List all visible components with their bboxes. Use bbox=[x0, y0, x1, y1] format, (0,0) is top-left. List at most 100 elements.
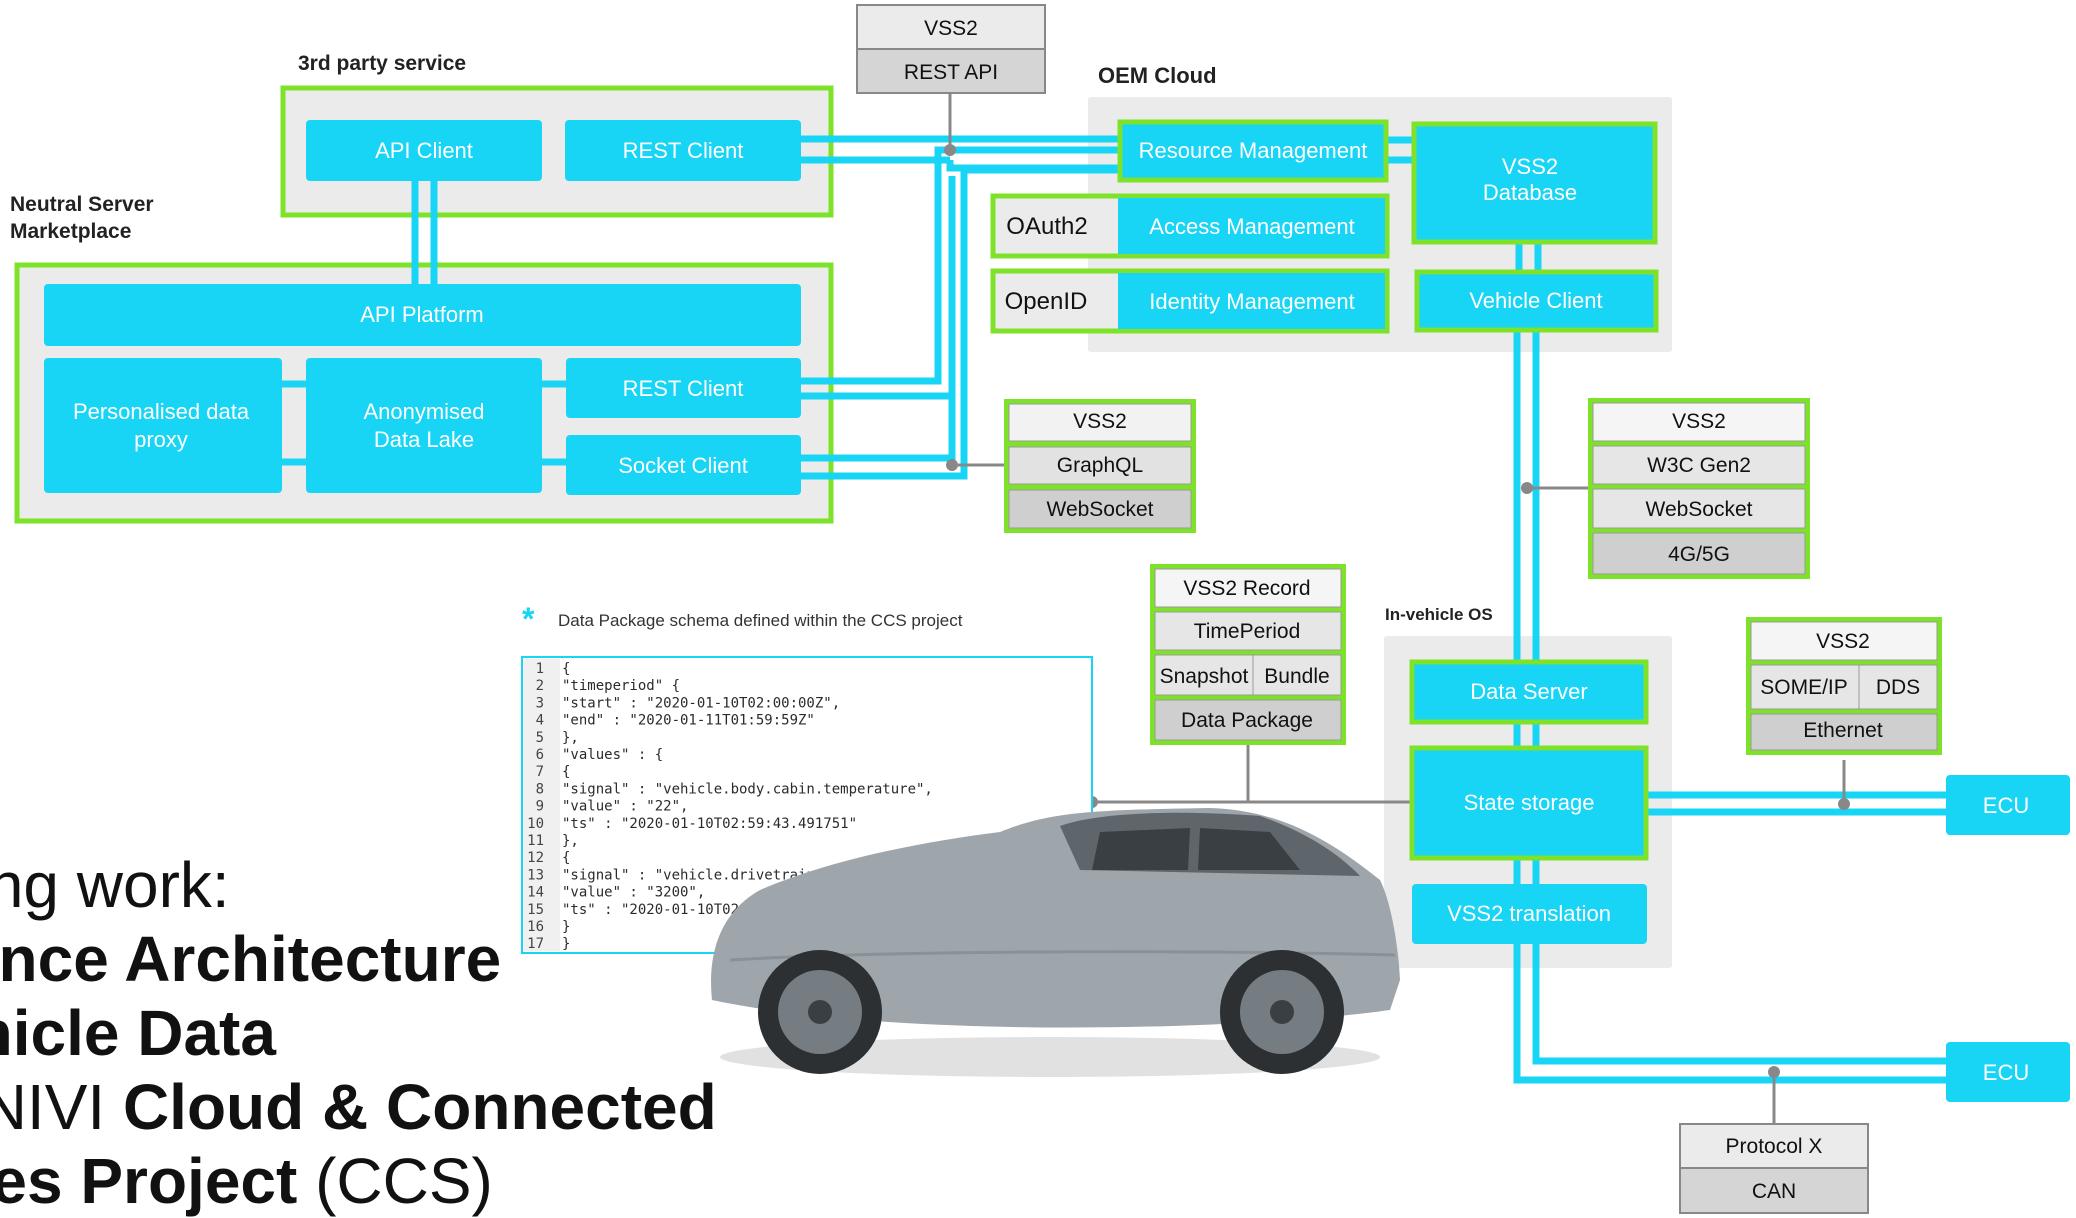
car-illustration bbox=[711, 808, 1400, 1077]
code-line-number: 11 bbox=[527, 833, 544, 849]
code-line-number: 13 bbox=[527, 867, 544, 883]
code-line-number: 6 bbox=[536, 747, 544, 763]
code-line: { bbox=[562, 661, 570, 677]
someip-stack-someip: SOME/IP bbox=[1760, 676, 1848, 699]
graphql-stack-websocket: WebSocket bbox=[1047, 498, 1154, 521]
protocol-x-stack: Protocol X CAN bbox=[1679, 1123, 1869, 1214]
vehicle-client-box bbox=[1414, 269, 1659, 333]
api-platform-box bbox=[44, 284, 801, 346]
vss2-database-box bbox=[1411, 121, 1658, 245]
code-line-number: 12 bbox=[527, 850, 544, 866]
rest-api-stack: VSS2 REST API bbox=[856, 4, 1046, 94]
market-rest-client-box bbox=[566, 358, 801, 418]
oauth2-label: OAuth2 bbox=[1006, 213, 1087, 240]
asterisk-icon: * bbox=[522, 601, 535, 637]
ongoing-line-2: rence Architecture bbox=[0, 922, 758, 996]
graphql-stack-vss2: VSS2 bbox=[1073, 410, 1127, 433]
protocol-stack-can: CAN bbox=[1752, 1180, 1796, 1203]
vss2-translation-label: VSS2 translation bbox=[1447, 901, 1611, 926]
ongoing-line-3-bold: ehicle Data bbox=[0, 997, 276, 1069]
code-line: "end" : "2020-01-11T01:59:59Z" bbox=[562, 713, 815, 729]
w3c-stack-vss2: VSS2 bbox=[1672, 410, 1726, 433]
api-client-box bbox=[306, 120, 542, 181]
code-line-number: 8 bbox=[536, 781, 544, 797]
personalised-proxy-box bbox=[44, 358, 282, 493]
marketplace-boxes: API Platform Personalised data proxy Ano… bbox=[44, 284, 801, 495]
identity-management-label: Identity Management bbox=[1149, 289, 1354, 314]
ongoing-line-4: ENIVI Cloud & Connected bbox=[0, 1070, 758, 1144]
protocol-connectors bbox=[948, 92, 1846, 1126]
neutral-heading-1: Neutral Server bbox=[10, 193, 154, 216]
connector-lines bbox=[282, 135, 1950, 1084]
vss2-database-label-1: VSS2 bbox=[1502, 154, 1558, 179]
openid-label: OpenID bbox=[1005, 288, 1088, 315]
ecu-label-1: ECU bbox=[1983, 793, 2029, 818]
code-line: "signal" : "vehicle.body.cabin.temperatu… bbox=[562, 781, 933, 797]
ongoing-line-3: ehicle Data bbox=[0, 996, 758, 1070]
code-line: { bbox=[562, 850, 570, 866]
code-gutter bbox=[524, 659, 560, 951]
code-line: }, bbox=[562, 730, 579, 746]
code-line: } bbox=[562, 919, 570, 935]
code-line-number: 3 bbox=[536, 695, 544, 711]
ongoing-work-text: oing work: rence Architecture ehicle Dat… bbox=[0, 848, 758, 1218]
record-stack-bundle: Bundle bbox=[1264, 665, 1329, 688]
rest-client-box bbox=[565, 120, 801, 181]
ongoing-line-2-bold: rence Architecture bbox=[0, 923, 502, 995]
protocol-stack-protocolx: Protocol X bbox=[1726, 1135, 1823, 1158]
graphql-stack-graphql: GraphQL bbox=[1057, 454, 1143, 477]
record-stack-timeperiod: TimePeriod bbox=[1194, 620, 1301, 643]
code-line-number: 1 bbox=[536, 661, 544, 677]
code-line: }, bbox=[562, 833, 579, 849]
personalised-label-1: Personalised data bbox=[73, 399, 250, 424]
socket-client-label: Socket Client bbox=[618, 453, 748, 478]
ongoing-line-5: ices Project (CCS) bbox=[0, 1144, 758, 1218]
neutral-heading-2: Marketplace bbox=[10, 220, 131, 243]
code-line-number: 16 bbox=[527, 919, 544, 935]
code-line: "value" : "22", bbox=[562, 799, 688, 815]
code-line-number: 15 bbox=[527, 902, 544, 918]
data-lake-label-2: Data Lake bbox=[374, 427, 474, 452]
third-party-boxes: API Client REST Client bbox=[306, 120, 801, 181]
code-line: "timeperiod" { bbox=[562, 678, 680, 694]
w3c-stack-websocket: WebSocket bbox=[1646, 498, 1753, 521]
schema-note: Data Package schema defined within the C… bbox=[558, 611, 963, 630]
api-platform-label: API Platform bbox=[360, 302, 483, 327]
code-line: "start" : "2020-01-10T02:00:00Z", bbox=[562, 695, 840, 711]
code-line: "values" : { bbox=[562, 747, 663, 763]
code-line-number: 9 bbox=[536, 799, 544, 815]
code-line-number: 17 bbox=[527, 936, 544, 952]
data-server-box bbox=[1409, 659, 1649, 725]
access-management-label: Access Management bbox=[1149, 214, 1354, 239]
third-party-heading: 3rd party service bbox=[298, 52, 466, 75]
rest-stack-restapi: REST API bbox=[904, 61, 998, 84]
someip-stack: VSS2 SOME/IP DDS Ethernet bbox=[1746, 617, 1942, 755]
socket-client-box bbox=[566, 435, 801, 495]
record-stack-snapshot: Snapshot bbox=[1160, 665, 1249, 688]
market-rest-client-label: REST Client bbox=[623, 376, 744, 401]
in-vehicle-os-heading: In-vehicle OS bbox=[1385, 605, 1493, 624]
code-line: "value" : "3200", bbox=[562, 885, 705, 901]
oem-cloud-boxes: Resource Management Access Management OA… bbox=[990, 119, 1659, 334]
rest-client-label: REST Client bbox=[623, 138, 744, 163]
state-storage-label: State storage bbox=[1464, 790, 1595, 815]
someip-stack-ethernet: Ethernet bbox=[1803, 719, 1883, 742]
record-stack-datapackage: Data Package bbox=[1181, 709, 1313, 732]
someip-stack-vss2: VSS2 bbox=[1816, 630, 1870, 653]
ecu-box-2 bbox=[1946, 1042, 2070, 1102]
ecu-label-2: ECU bbox=[1983, 1060, 2029, 1085]
w3c-stack-gen2: W3C Gen2 bbox=[1647, 454, 1751, 477]
ecu-box-1 bbox=[1946, 775, 2070, 835]
code-line-number: 5 bbox=[536, 730, 544, 746]
ongoing-line-5-bold: ices Project bbox=[0, 1145, 298, 1217]
vss2-database-label-2: Database bbox=[1483, 180, 1577, 205]
record-stack: VSS2 Record TimePeriod Snapshot Bundle D… bbox=[1150, 564, 1346, 745]
oem-cloud-heading: OEM Cloud bbox=[1098, 63, 1217, 88]
data-lake-box bbox=[306, 358, 542, 493]
in-vehicle-boxes: Data Server State storage VSS2 translati… bbox=[1409, 659, 1649, 944]
ongoing-line-4-bold: Cloud & Connected bbox=[122, 1071, 717, 1143]
record-stack-title: VSS2 Record bbox=[1183, 577, 1310, 600]
ecu-boxes: ECU ECU bbox=[1946, 775, 2070, 1102]
data-lake-label-1: Anonymised bbox=[363, 399, 484, 424]
